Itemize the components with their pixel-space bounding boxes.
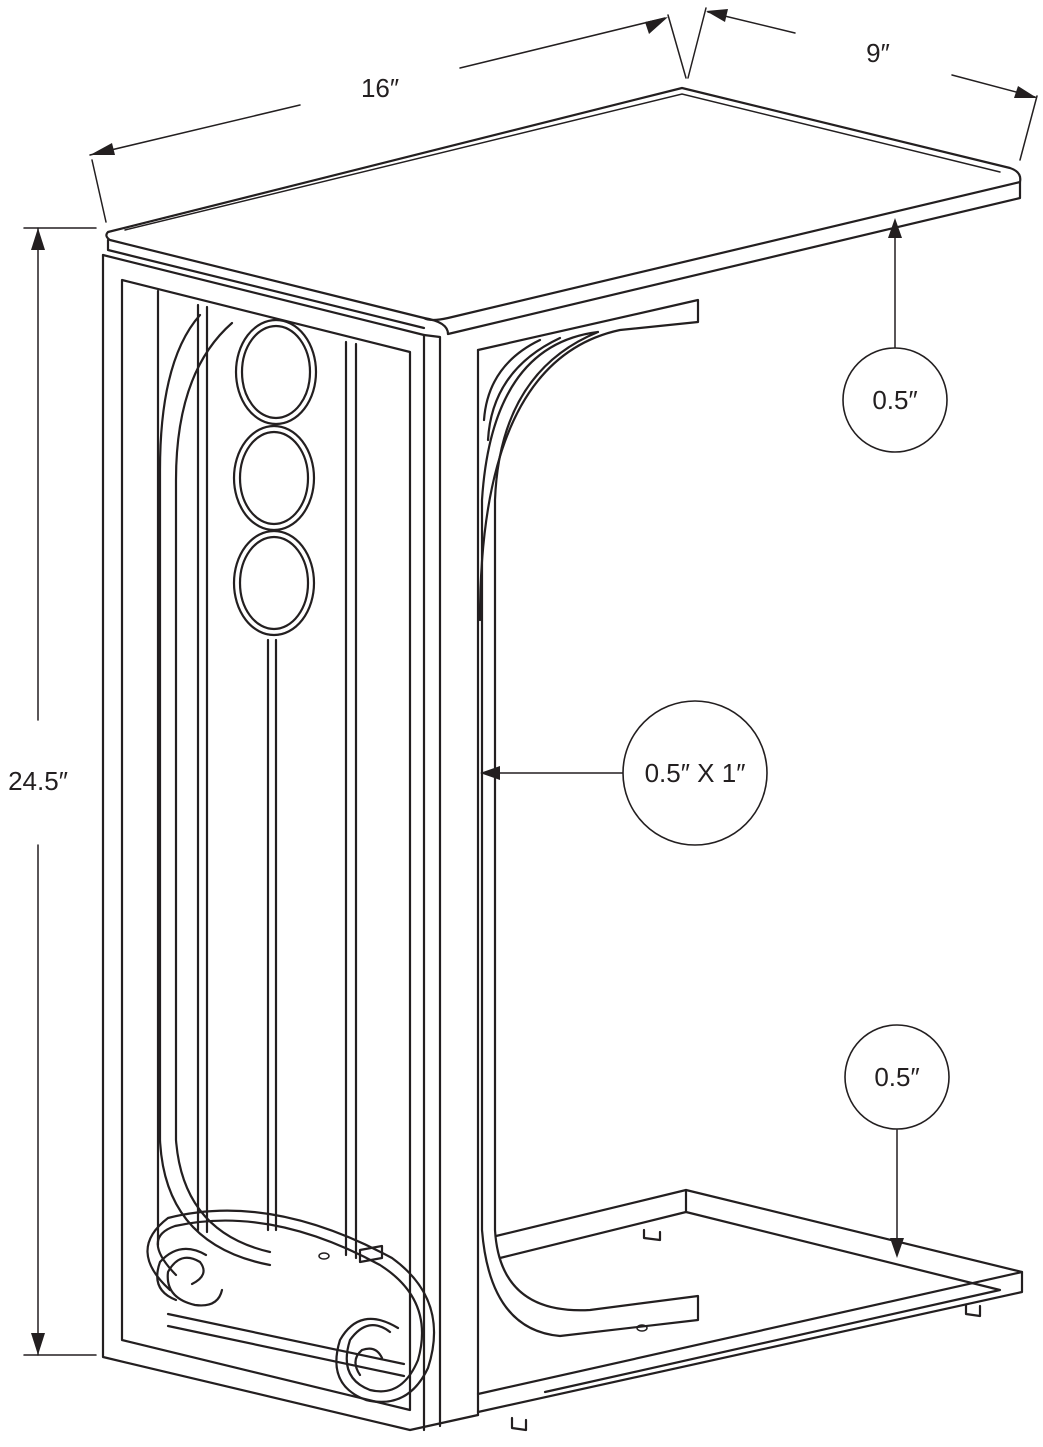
height-label: 24.5″ bbox=[8, 766, 68, 796]
width-label: 16″ bbox=[361, 73, 399, 103]
height-dimension: 24.5″ bbox=[8, 227, 97, 1356]
table-top bbox=[105, 86, 1022, 336]
depth-label: 9″ bbox=[866, 38, 890, 68]
depth-dimension: 9″ bbox=[687, 7, 1038, 161]
width-dimension: 16″ bbox=[89, 14, 687, 223]
callout-frame-label: 0.5″ X 1″ bbox=[645, 758, 746, 788]
callout-top: 0.5″ bbox=[842, 218, 948, 453]
front-frame bbox=[101, 253, 480, 1432]
decorative-rings bbox=[232, 318, 318, 637]
callout-top-label: 0.5″ bbox=[872, 385, 917, 415]
callout-frame: 0.5″ X 1″ bbox=[480, 700, 768, 846]
callout-shelf-label: 0.5″ bbox=[874, 1062, 919, 1092]
base-frame bbox=[476, 1188, 1024, 1432]
c-support bbox=[476, 298, 700, 1417]
callout-shelf: 0.5″ bbox=[844, 1024, 950, 1258]
scroll-ornament bbox=[146, 1209, 436, 1404]
